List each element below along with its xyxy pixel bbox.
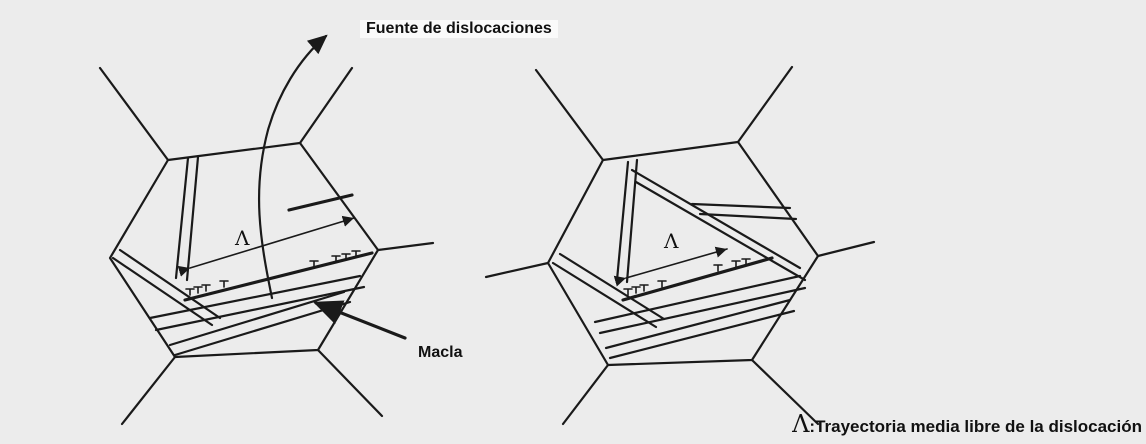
left-lambda-label: Λ	[235, 226, 250, 250]
left-boundary-ne	[298, 66, 354, 145]
dislocation-source-arrow	[257, 34, 328, 300]
twin-label: Macla	[418, 344, 463, 361]
left-twin-lower-2a	[148, 274, 362, 320]
right-twin-lower-3a	[604, 298, 792, 350]
right-boundary-nw	[534, 68, 605, 162]
right-twin-vertical-b	[625, 158, 639, 284]
right-twin-lower-2b	[598, 286, 807, 335]
right-twin-diagonal-b	[634, 180, 807, 282]
right-boundary-sw	[561, 363, 610, 426]
dislocation-source-label: Fuente de dislocaciones	[360, 20, 558, 38]
right-twin-upper-a	[690, 202, 792, 210]
right-twin-lower-1a	[551, 261, 658, 329]
right-lambda-dimension	[613, 246, 728, 287]
right-dislocation-pileup	[623, 258, 751, 296]
left-twin-vertical-b	[185, 155, 200, 282]
legend-text: :Trayectoria media libre de la dislocaci…	[809, 417, 1142, 436]
right-boundary-e	[816, 240, 876, 258]
left-grain	[98, 34, 435, 426]
right-twin-lower-1b	[558, 252, 666, 321]
left-dislocation-pileup	[185, 250, 361, 296]
left-twin-lower-1a	[111, 256, 214, 327]
legend-lambda-symbol: Λ	[792, 410, 810, 438]
right-lambda-label: Λ	[664, 229, 679, 253]
left-twin-lower-3a	[168, 290, 346, 347]
left-boundary-se	[316, 348, 384, 418]
left-short-stroke	[287, 193, 354, 212]
legend: Λ:Trayectoria media libre de la dislocac…	[792, 410, 1142, 438]
left-boundary-e	[376, 241, 435, 252]
right-slip-plane	[621, 256, 774, 302]
right-boundary-ne	[736, 65, 794, 144]
right-twin-lower-3b	[608, 309, 796, 360]
right-grain-boundary	[546, 140, 820, 367]
left-lambda-dimension	[177, 215, 355, 277]
left-twin-vertical-a	[174, 156, 190, 280]
right-twin-diagonal-a	[630, 168, 802, 270]
left-boundary-nw	[98, 66, 170, 162]
left-twin-lower-2b	[154, 285, 366, 332]
left-boundary-sw	[120, 355, 177, 426]
left-twin-lower-3b	[173, 300, 352, 357]
right-twin-upper-b	[698, 212, 798, 221]
right-twin-lower-2a	[593, 274, 802, 324]
twin-pointer-arrow	[313, 300, 407, 340]
right-grain	[484, 65, 876, 426]
right-boundary-w	[484, 261, 550, 279]
right-boundary-se	[750, 358, 820, 426]
left-grain-boundary	[108, 141, 380, 359]
right-twin-vertical-a	[615, 160, 630, 282]
